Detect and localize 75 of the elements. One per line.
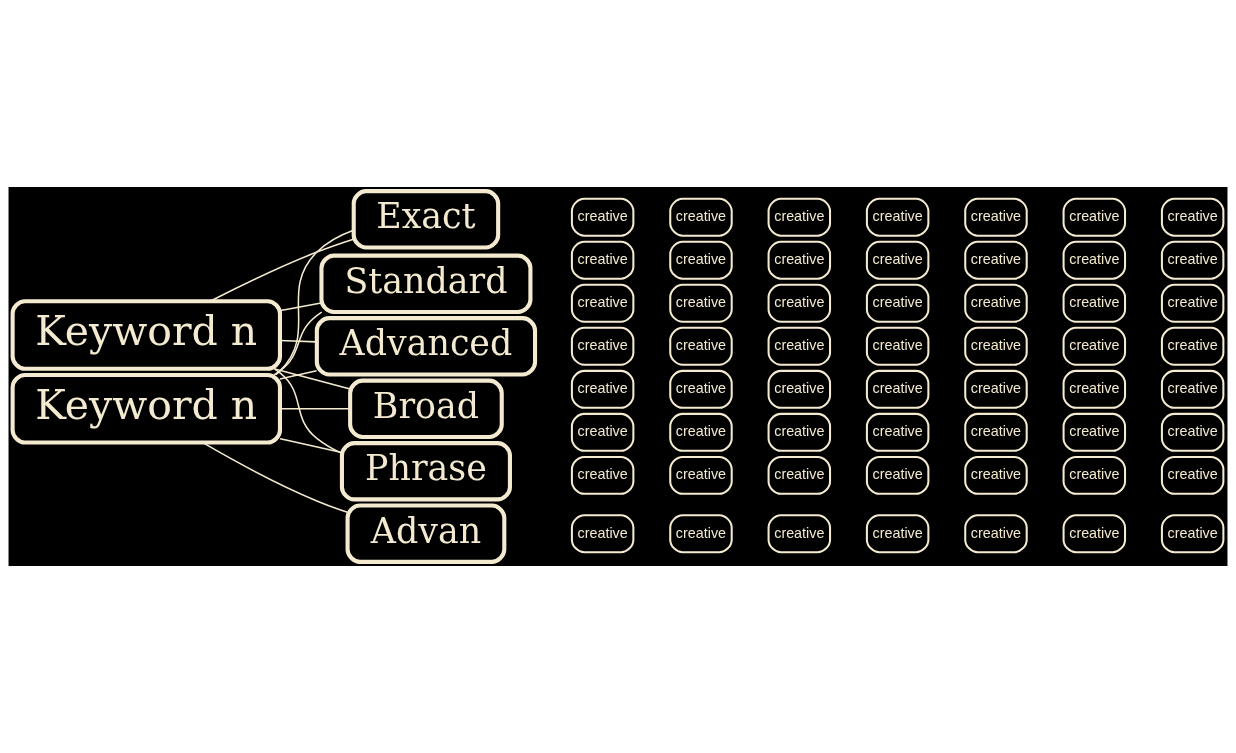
node-box: creative [570,455,635,495]
node-box: Broad [348,378,504,439]
node-box: creative [669,283,733,323]
node-box: creative [767,197,832,237]
node-box: creative [669,412,733,452]
node-box: creative [865,514,930,554]
node-box: creative [570,514,635,554]
node-box: Advanced [314,316,538,377]
node-box: creative [767,455,832,495]
node-box: creative [964,326,1028,366]
connector [279,437,343,454]
node-box: creative [1062,240,1127,280]
node-box: creative [865,455,930,495]
node-box: creative [669,326,733,366]
node-box: creative [865,326,930,366]
node-box: creative [964,197,1028,237]
node-box: creative [865,197,930,237]
connector [279,369,318,380]
node-box: creative [1160,369,1225,409]
node-box: creative [1062,326,1127,366]
connector [274,368,351,390]
node-box: creative [767,283,832,323]
node-box: creative [1160,514,1225,554]
node-box: creative [767,240,832,280]
node-box: creative [1062,369,1127,409]
connector [202,441,349,514]
node-box: creative [865,240,930,280]
connector [274,229,355,376]
node-box: creative [1160,283,1225,323]
node-box: creative [1160,326,1225,366]
node-box: creative [964,412,1028,452]
node-box: creative [767,326,832,366]
node-box: creative [1160,197,1225,237]
node-box: Keyword n [10,299,283,371]
node-box: creative [570,369,635,409]
connector [273,368,343,455]
connector [273,311,323,376]
node-box: Exact [351,189,501,250]
node-box: creative [767,369,832,409]
node-box: creative [1062,283,1127,323]
node-box: creative [669,369,733,409]
node-box: creative [964,283,1028,323]
node-box: creative [1160,412,1225,452]
node-box: Standard [319,253,533,315]
node-box: creative [1062,197,1127,237]
node-box: creative [570,326,635,366]
node-box: creative [964,514,1028,554]
node-box: creative [964,240,1028,280]
node-box: creative [570,412,635,452]
node-box: creative [1160,455,1225,495]
node-box: creative [767,514,832,554]
node-box: creative [669,455,733,495]
node-box: creative [1062,455,1127,495]
connector [279,302,322,312]
node-box: Advan [345,503,507,564]
node-box: creative [669,197,733,237]
node-box: creative [1062,412,1127,452]
node-box: creative [1160,240,1225,280]
node-box: creative [669,514,733,554]
node-box: creative [669,240,733,280]
node-box: creative [570,240,635,280]
node-box: Phrase [339,441,512,502]
connector [209,238,355,302]
node-box: creative [1062,514,1127,554]
node-box: creative [865,412,930,452]
node-box: creative [570,197,635,237]
node-box: creative [865,369,930,409]
connector [279,408,351,410]
connector [279,339,318,343]
node-box: creative [865,283,930,323]
node-box: creative [767,412,832,452]
node-box: creative [570,283,635,323]
node-box: creative [964,369,1028,409]
node-box: creative [964,455,1028,495]
node-box: Keyword n [10,372,283,445]
